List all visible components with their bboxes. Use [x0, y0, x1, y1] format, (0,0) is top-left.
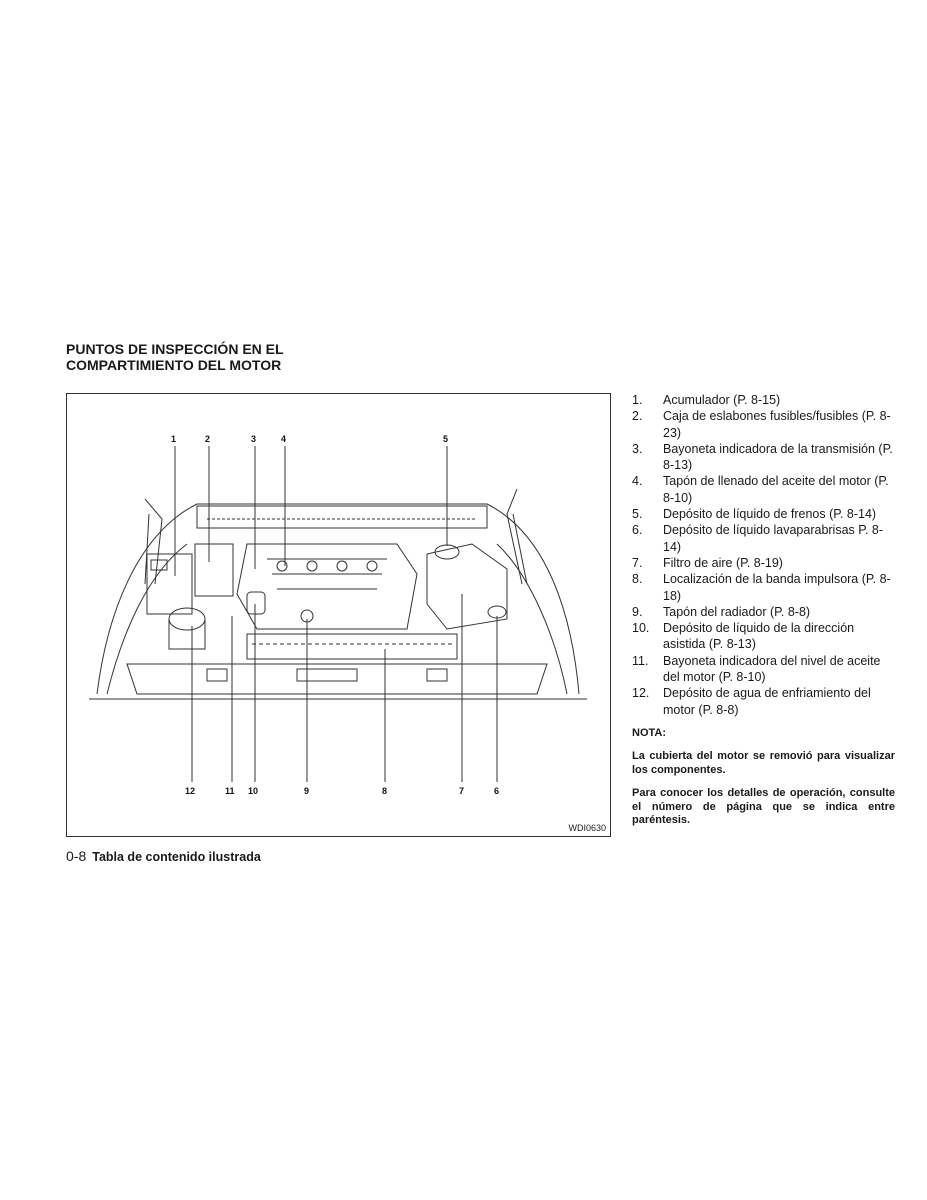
callout-3: 3 — [251, 434, 256, 444]
section-title-line-1: PUNTOS DE INSPECCIÓN EN EL — [66, 341, 284, 357]
item-text: Filtro de aire (P. 8-19) — [663, 555, 783, 570]
item-number: 3. — [632, 441, 643, 456]
engine-compartment-figure: 1 2 3 4 5 12 11 10 9 8 7 6 WDI0630 — [66, 393, 611, 837]
list-item: 8. Localización de la banda impulsora (P.… — [632, 571, 897, 604]
note-paragraph-1: La cubierta del motor se removió para vi… — [632, 750, 895, 776]
item-text: Acumulador (P. 8-15) — [663, 393, 781, 407]
item-text: Tapón del radiador (P. 8-8) — [663, 604, 811, 619]
callout-12: 12 — [185, 786, 195, 796]
item-text: Depósito de líquido lavaparabrisas P. 8-… — [663, 523, 884, 554]
list-item: 3. Bayoneta indicadora de la transmisión … — [632, 441, 897, 474]
callout-10: 10 — [248, 786, 258, 796]
callout-6: 6 — [494, 786, 499, 796]
item-number: 2. — [632, 409, 643, 424]
list-item: 12. Depósito de agua de enfriamiento del … — [632, 685, 897, 718]
item-text: Depósito de líquido de la dirección asis… — [663, 621, 855, 652]
item-number: 8. — [632, 572, 643, 587]
list-item: 6. Depósito de líquido lavaparabrisas P. … — [632, 522, 897, 555]
item-text: Caja de eslabones fusibles/fusibles (P. … — [663, 409, 891, 440]
item-number: 12. — [632, 686, 650, 701]
list-item: 5. Depósito de líquido de frenos (P. 8-14… — [632, 506, 897, 522]
callout-11: 11 — [225, 786, 235, 796]
callout-5: 5 — [443, 434, 448, 444]
callout-4: 4 — [281, 434, 286, 444]
list-item: 2. Caja de eslabones fusibles/fusibles (P… — [632, 408, 897, 441]
callouts-top: 1 2 3 4 5 — [171, 434, 448, 444]
list-item: 1. Acumulador (P. 8-15) — [632, 392, 897, 408]
list-item: 10. Depósito de líquido de la dirección a… — [632, 620, 897, 653]
item-text: Bayoneta indicadora del nivel de aceite … — [663, 653, 881, 685]
item-text: Depósito de agua de enfriamiento del mot… — [663, 686, 871, 717]
list-item: 7. Filtro de aire (P. 8-19) — [632, 555, 897, 571]
item-number: 9. — [632, 604, 643, 619]
item-number: 7. — [632, 555, 643, 570]
list-item: 4. Tapón de llenado del aceite del motor … — [632, 473, 897, 506]
note-paragraph-2: Para conocer los detalles de operación, … — [632, 787, 895, 826]
item-text: Tapón de llenado del aceite del motor (P… — [663, 474, 889, 505]
callout-1: 1 — [171, 434, 176, 444]
item-number: 10. — [632, 621, 650, 636]
item-text: Localización de la banda impulsora (P. 8… — [663, 572, 891, 603]
callout-7: 7 — [459, 786, 464, 796]
item-number: 1. — [632, 393, 643, 407]
inspection-points-list: 1. Acumulador (P. 8-15) 2. Caja de eslabon… — [632, 392, 897, 718]
page-number: 0-8 — [66, 848, 87, 864]
item-text: Bayoneta indicadora de la transmisión (P… — [663, 441, 893, 473]
item-number: 4. — [632, 474, 643, 489]
item-number: 5. — [632, 507, 643, 522]
callouts-bottom: 12 11 10 9 8 7 6 — [185, 786, 499, 796]
book-section-title: Tabla de contenido ilustrada — [92, 850, 261, 864]
list-item: 11. Bayoneta indicadora del nivel de acei… — [632, 653, 897, 686]
engine-illustration: 1 2 3 4 5 12 11 10 9 8 7 6 — [89, 434, 587, 796]
callout-2: 2 — [205, 434, 210, 444]
section-title: PUNTOS DE INSPECCIÓN EN EL COMPARTIMIENT… — [66, 341, 366, 373]
figure-code: WDI0630 — [568, 823, 606, 833]
item-number: 6. — [632, 523, 643, 538]
list-item: 9. Tapón del radiador (P. 8-8) — [632, 604, 897, 620]
callout-9: 9 — [304, 786, 309, 796]
item-number: 11. — [632, 653, 649, 668]
callout-8: 8 — [382, 786, 387, 796]
section-title-line-2: COMPARTIMIENTO DEL MOTOR — [66, 357, 282, 373]
page-footer: 0-8 Tabla de contenido ilustrada — [66, 848, 261, 866]
item-text: Depósito de líquido de frenos (P. 8-14) — [663, 507, 877, 522]
note-title: NOTA: — [632, 727, 667, 739]
